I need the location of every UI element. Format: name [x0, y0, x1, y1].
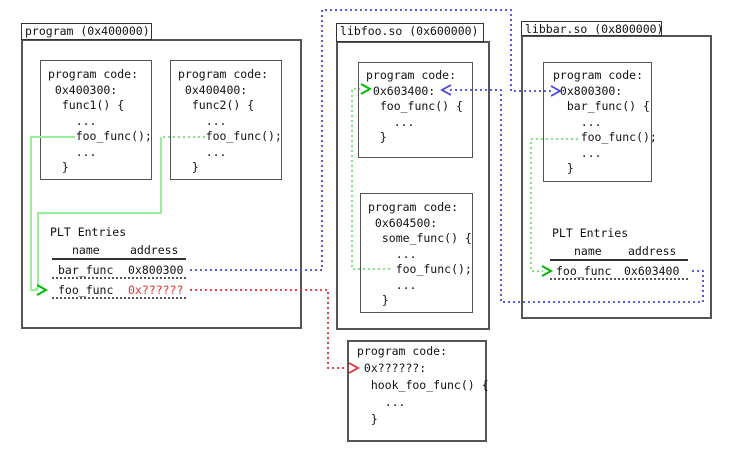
- code-line: ...: [553, 114, 602, 129]
- foo-func-code: program code: 0x603400: foo_func() { ...…: [366, 68, 463, 146]
- code-line: ...: [178, 144, 227, 159]
- plt-col-name: name: [574, 244, 602, 258]
- code-line: program code:: [553, 68, 644, 82]
- plt-col-address: address: [130, 243, 179, 257]
- code-line: ...: [368, 246, 417, 261]
- code-line: func2() {: [178, 98, 255, 112]
- code-line: 0x603400:: [366, 83, 436, 98]
- plt-entries-title: PLT Entries: [552, 226, 629, 240]
- libfoo-box-title: libfoo.so (0x600000): [336, 23, 484, 42]
- plt-entries-title: PLT Entries: [50, 225, 127, 239]
- code-line: 0x800300:: [553, 83, 623, 98]
- plt-col-address: address: [628, 244, 677, 258]
- code-line: }: [553, 161, 574, 175]
- code-line: foo_func() {: [366, 99, 463, 113]
- libbar-box-title: libbar.so (0x800000): [521, 21, 663, 36]
- code-line: program code:: [366, 68, 457, 82]
- plt-row-foo-func-name: foo_func: [58, 283, 114, 297]
- plt-row-bar-func-name: bar_func: [58, 263, 114, 277]
- code-line: }: [368, 293, 389, 307]
- code-line: foo_func();: [178, 129, 282, 143]
- hook-code-box: [347, 340, 487, 442]
- plt-row-foo-func-address: 0x603400: [624, 264, 680, 278]
- code-line: 0x604500:: [368, 215, 438, 230]
- plt-header-rule: [550, 259, 688, 261]
- code-line: foo_func();: [368, 262, 472, 276]
- code-line: 0x??????:: [357, 361, 427, 375]
- code-line: ...: [178, 113, 227, 128]
- code-line: program code:: [178, 67, 269, 81]
- plt-row-foo-func-address: 0x??????: [128, 283, 184, 297]
- code-line: program code:: [368, 200, 459, 214]
- hook-code: program code: 0x??????: hook_foo_func() …: [357, 343, 489, 428]
- some-func-code: program code: 0x604500: some_func() { ..…: [368, 200, 472, 309]
- code-line: program code:: [357, 344, 448, 358]
- code-line: 0x400400:: [178, 82, 248, 97]
- code-line: foo_func();: [48, 129, 152, 143]
- plt-header-rule: [52, 258, 186, 260]
- code-line: ...: [48, 144, 97, 159]
- code-line: 0x400300:: [48, 82, 118, 97]
- func2-code: program code: 0x400400: func2() { ... fo…: [178, 67, 282, 176]
- code-line: ...: [48, 113, 97, 128]
- code-line: }: [178, 160, 199, 174]
- program-box-title: program (0x400000): [21, 23, 152, 40]
- plt-row-divider: [52, 297, 186, 299]
- code-line: func1() {: [48, 98, 125, 112]
- code-line: program code:: [48, 67, 139, 81]
- code-line: bar_func() {: [553, 99, 650, 113]
- code-line: }: [48, 160, 69, 174]
- code-line: }: [357, 412, 378, 426]
- plt-col-name: name: [72, 243, 100, 257]
- plt-row-divider: [550, 278, 688, 280]
- code-line: ...: [366, 114, 415, 129]
- code-line: some_func() {: [368, 231, 472, 245]
- code-line: ...: [553, 145, 602, 160]
- code-line: }: [366, 130, 387, 144]
- code-line: ...: [357, 395, 406, 409]
- code-line: hook_foo_func() {: [357, 378, 489, 392]
- plt-row-foo-func-name: foo_func: [556, 264, 612, 278]
- plt-row-bar-func-address: 0x800300: [128, 263, 184, 277]
- bar-func-code: program code: 0x800300: bar_func() { ...…: [553, 68, 657, 177]
- code-line: ...: [368, 277, 417, 292]
- code-line: foo_func();: [553, 130, 657, 144]
- plt-row-divider: [52, 277, 186, 279]
- func1-code: program code: 0x400300: func1() { ... fo…: [48, 67, 152, 176]
